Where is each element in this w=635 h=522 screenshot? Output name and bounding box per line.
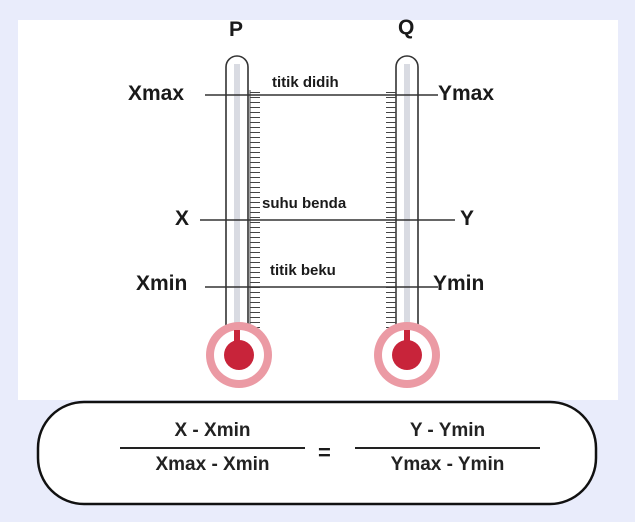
equals-sign: = (318, 440, 331, 465)
x-label: X (175, 207, 190, 230)
boiling-point-label: titik didih (272, 74, 339, 91)
xmax-label: Xmax (128, 82, 185, 105)
ymax-label: Ymax (438, 82, 495, 105)
thermometer-p (206, 55, 272, 388)
thermometer-p-bulb (224, 340, 254, 370)
right-fraction: Y - Ymin Ymax - Ymin (355, 420, 540, 476)
ymin-label: Ymin (433, 272, 485, 295)
thermometer-q-capillary (404, 64, 410, 350)
right-fraction-bar (355, 447, 540, 449)
thermometer-q-bulb (392, 340, 422, 370)
right-numerator: Y - Ymin (409, 420, 486, 441)
y-label: Y (460, 207, 475, 230)
thermometer-p-label: P (229, 18, 244, 41)
diagram-panel (18, 20, 618, 400)
right-denominator: Ymax - Ymin (390, 454, 505, 475)
left-denominator: Xmax - Xmin (155, 454, 270, 475)
formula-frame (36, 400, 598, 506)
left-fraction-bar (120, 447, 305, 449)
thermometer-p-liquid (234, 330, 240, 352)
freezing-point-label: titik beku (270, 262, 336, 279)
thermometer-q-label: Q (398, 16, 415, 39)
thermometer-q (374, 55, 440, 388)
thermometer-p-capillary (234, 64, 240, 350)
object-temperature-label: suhu benda (262, 195, 347, 212)
thermometer-q-liquid (404, 330, 410, 352)
left-numerator: X - Xmin (174, 420, 251, 441)
xmin-label: Xmin (136, 272, 188, 295)
thermometer-p-scale (250, 90, 260, 346)
left-fraction: X - Xmin Xmax - Xmin (120, 420, 305, 476)
thermometer-q-scale (386, 90, 396, 346)
